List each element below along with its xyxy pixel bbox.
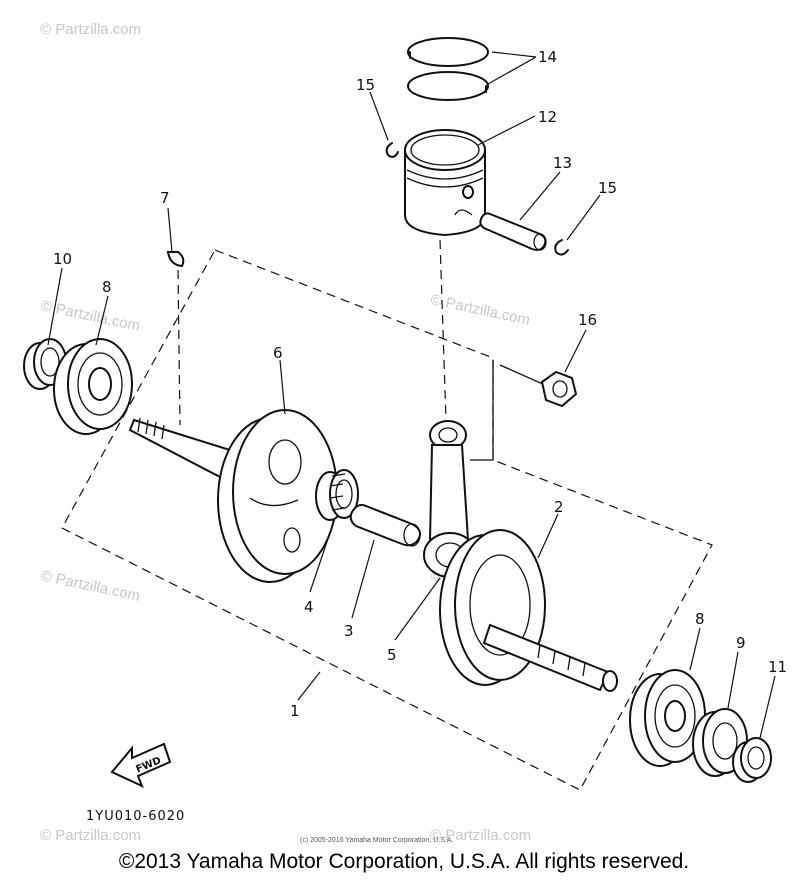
- part-number-label: 2: [554, 498, 564, 516]
- piston-rings-part: [407, 37, 489, 101]
- bearing-right-part: [629, 669, 706, 767]
- alignment-line: [439, 239, 447, 421]
- part-number-label: 13: [553, 154, 572, 172]
- part-number-label: 12: [538, 108, 557, 126]
- woodruff-key-part: [166, 251, 185, 268]
- part-number-label: 7: [160, 189, 170, 207]
- needle-bearing-part: [315, 469, 359, 521]
- part-number-label: 4: [304, 598, 314, 616]
- crank-left-part: [128, 409, 338, 583]
- leader-lines: [47, 51, 776, 739]
- part-number-label: 16: [578, 311, 597, 329]
- alignment-line: [470, 360, 494, 461]
- piston-pin-part: [479, 212, 547, 251]
- part-number-label: 8: [102, 278, 112, 296]
- watermark: © Partzilla.com: [429, 291, 531, 329]
- part-number-label: 9: [736, 634, 746, 652]
- alignment-line: [177, 269, 181, 426]
- part-number-label: 1: [290, 702, 300, 720]
- part-number-label: 8: [695, 610, 705, 628]
- part-number-label: 6: [273, 344, 283, 362]
- bearing-left-part: [53, 338, 133, 435]
- part-number-label: 3: [344, 622, 354, 640]
- diagram-code: 1YU010-6020: [86, 809, 185, 824]
- piston-part: [404, 129, 486, 237]
- watermark: © Partzilla.com: [40, 21, 141, 38]
- part-number-label: 15: [598, 179, 617, 197]
- part-number-label: 10: [53, 250, 72, 268]
- connecting-rod-part: [423, 420, 477, 578]
- watermark: © Partzilla.com: [430, 827, 531, 844]
- watermark: © Partzilla.com: [39, 567, 141, 605]
- alignment-line: [499, 364, 546, 386]
- part-number-label: 15: [356, 76, 375, 94]
- part-number-label: 14: [538, 48, 557, 66]
- nut-part: [540, 370, 578, 408]
- oil-seal-left-part: [23, 338, 67, 390]
- assembly-outline: [61, 249, 713, 791]
- oil-seal-right-part: [732, 737, 772, 783]
- part-number-label: 11: [768, 658, 787, 676]
- small-copyright: (c) 2005-2016 Yamaha Motor Corporation, …: [300, 837, 453, 844]
- fwd-arrow-icon: FWD: [110, 742, 172, 788]
- crank-right-part: [439, 529, 618, 692]
- circlip-part: [554, 239, 569, 256]
- watermark: © Partzilla.com: [39, 297, 141, 335]
- footer-copyright: ©2013 Yamaha Motor Corporation, U.S.A. A…: [118, 850, 690, 873]
- part-number-label: 5: [387, 646, 397, 664]
- crank-pin-part: [349, 503, 421, 547]
- circlip-part: [385, 142, 399, 158]
- watermark: © Partzilla.com: [40, 827, 141, 844]
